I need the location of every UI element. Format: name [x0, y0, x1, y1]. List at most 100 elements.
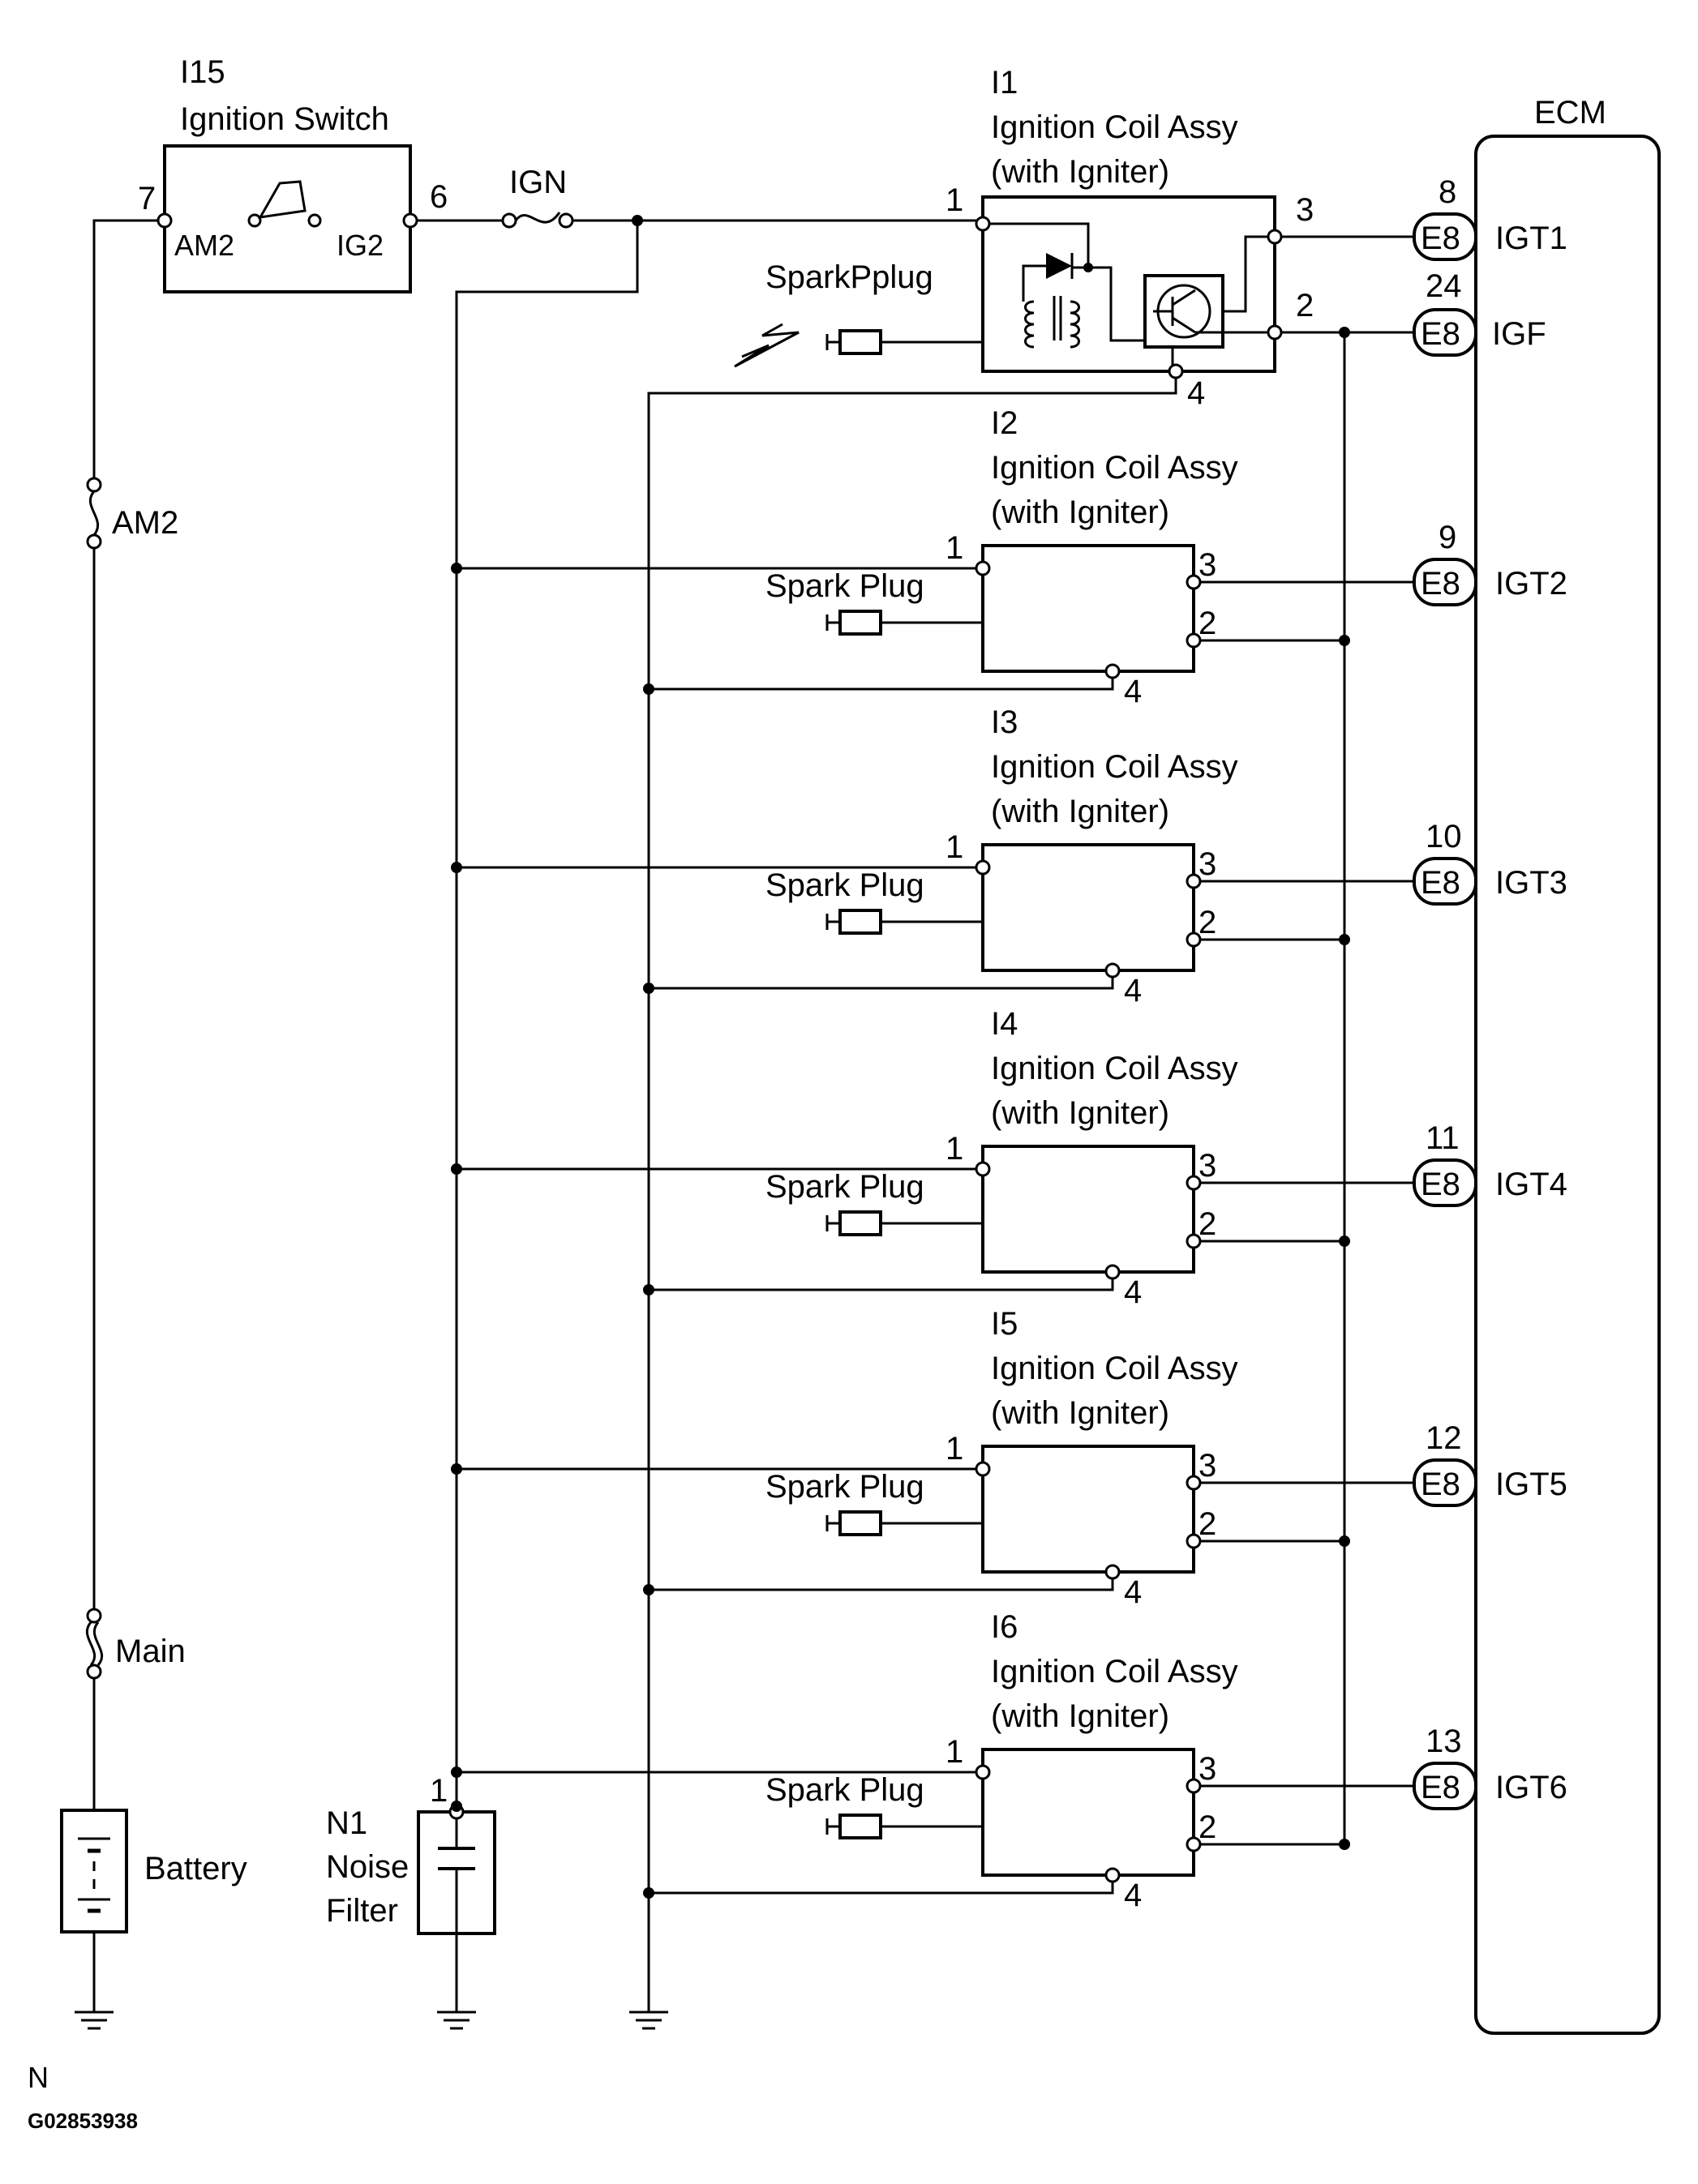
coil-pin-3: [1186, 873, 1202, 889]
junction-dot: [451, 1801, 462, 1812]
spark-plug-label: Spark Plug: [765, 867, 924, 903]
coil-pin-1-label: 1: [945, 1431, 963, 1467]
coil-pin-1: [975, 859, 991, 876]
coil-pin-1-label: 1: [945, 530, 963, 566]
ecm-signal-igt1: IGT1: [1495, 221, 1567, 256]
ground-icon: [75, 2011, 114, 2030]
ecm-signal-igt6: IGT6: [1495, 1770, 1567, 1805]
ecm-connector-label: E8: [1421, 1167, 1460, 1202]
noise-filter-line2: Filter: [326, 1893, 398, 1929]
coil-pin-3-label: 3: [1296, 192, 1314, 228]
wire-ground: [649, 1278, 1114, 1291]
switch-contact-right: [307, 213, 322, 228]
coil-id: I2: [991, 405, 1018, 441]
ecm-signal-igt2: IGT2: [1495, 566, 1567, 602]
coil-subtitle: (with Igniter): [991, 1395, 1169, 1431]
fuse-am2-icon: [88, 490, 100, 536]
diagram-line: [838, 1210, 882, 1236]
wire-ground-bus: [647, 371, 1177, 2012]
coil-box: [981, 544, 1195, 673]
coil-id: I4: [991, 1006, 1018, 1042]
spark-plug-icon: [734, 323, 983, 368]
coil-pin-2: [1186, 1836, 1202, 1852]
ecm-pin-igt2: 9: [1439, 520, 1456, 555]
ecm-label: ECM: [1534, 95, 1606, 131]
ecm-signal-igt3: IGT3: [1495, 865, 1567, 901]
spark-plug-icon: [825, 1510, 983, 1536]
ground-icon: [437, 2011, 476, 2030]
junction-dot: [1339, 1839, 1350, 1850]
switch-term-am2: AM2: [174, 229, 234, 262]
ign-feed: IGN: [417, 165, 976, 1806]
ecm-pin-igt4: 11: [1426, 1120, 1460, 1156]
coil-pin-3-label: 3: [1198, 1751, 1216, 1787]
diagram-line: [838, 610, 882, 636]
wire-ign-bus: [455, 221, 639, 1806]
fuse-ign-label: IGN: [509, 165, 567, 200]
fuse-main-bottom: [86, 1664, 102, 1680]
coil-pin-4: [1104, 962, 1121, 979]
wire-ground: [649, 977, 1114, 990]
battery-feed: AM2 Main Battery: [60, 219, 247, 2030]
noise-filter: 1 N1 Noise Filter: [326, 1773, 496, 2030]
wire-ground: [649, 1578, 1114, 1591]
junction-dot: [1339, 934, 1350, 945]
coil-pin-1: [975, 560, 991, 576]
ecm-pin-igf: 24: [1426, 268, 1462, 304]
junction-dot: [451, 1463, 462, 1475]
ground-icon: [629, 2011, 668, 2030]
fuse-am2-top: [86, 477, 102, 493]
ecm-box: [1474, 135, 1661, 2035]
switch-lever-icon: [258, 180, 307, 219]
coil-pin-1: [975, 216, 991, 232]
coil-title: Ignition Coil Assy: [991, 450, 1238, 486]
coil-pin-2-label: 2: [1198, 1809, 1216, 1845]
coil-pin-3: [1186, 1778, 1202, 1794]
fuse-am2-bottom: [86, 533, 102, 550]
coil-pin-3-label: 3: [1198, 1448, 1216, 1484]
ecm-connector-label: E8: [1421, 566, 1460, 602]
coil-subtitle: (with Igniter): [991, 1095, 1169, 1131]
ecm-connector-label: E8: [1421, 221, 1460, 256]
fuse-am2-label: AM2: [112, 505, 178, 541]
ecm-signal-igt5: IGT5: [1495, 1467, 1567, 1502]
ignition-coil-i1: I1 Ignition Coil Assy (with Igniter) 1 3…: [734, 65, 1314, 411]
spark-plug-icon: [825, 1814, 983, 1839]
coil-pin-2: [1186, 1533, 1202, 1549]
coil-pin-4: [1104, 663, 1121, 679]
coil-pin-3-label: 3: [1198, 846, 1216, 882]
spark-plug-label: Spark Plug: [765, 1169, 924, 1205]
junction-dot: [643, 1887, 654, 1899]
coil-id: I1: [991, 65, 1018, 101]
spark-plug-label: Spark Plug: [765, 1772, 924, 1808]
junction-dot: [1339, 1235, 1350, 1247]
coil-pin-1-label: 1: [945, 182, 963, 218]
ignition-switch-box: [163, 144, 412, 293]
coil-box: [981, 843, 1195, 972]
junction-dot: [451, 1766, 462, 1778]
junction-dot: [643, 1584, 654, 1595]
fuse-ign-left: [501, 212, 517, 229]
coil-pin-2-label: 2: [1198, 606, 1216, 641]
diagram-line: [838, 1814, 882, 1839]
coil-title: Ignition Coil Assy: [991, 1654, 1238, 1689]
ecm-connector-igt1: [1413, 212, 1477, 261]
battery-label: Battery: [144, 1851, 247, 1886]
coil-subtitle: (with Igniter): [991, 1698, 1169, 1734]
switch-term-ig2: IG2: [337, 229, 384, 262]
coil-pin-3: [1267, 229, 1283, 245]
coil-subtitle: (with Igniter): [991, 154, 1169, 190]
coil-title: Ignition Coil Assy: [991, 109, 1238, 145]
ecm-pin-igt1: 8: [1439, 174, 1456, 210]
coil-subtitle: (with Igniter): [991, 794, 1169, 829]
junction-dot: [1339, 1535, 1350, 1547]
ignition-switch-id: I15: [180, 54, 225, 90]
coil-pin-4-label: 4: [1124, 1878, 1142, 1913]
ecm-connector-label: E8: [1421, 1770, 1460, 1805]
diagram-line: [838, 909, 882, 935]
coil-pin-2-label: 2: [1198, 1506, 1216, 1542]
